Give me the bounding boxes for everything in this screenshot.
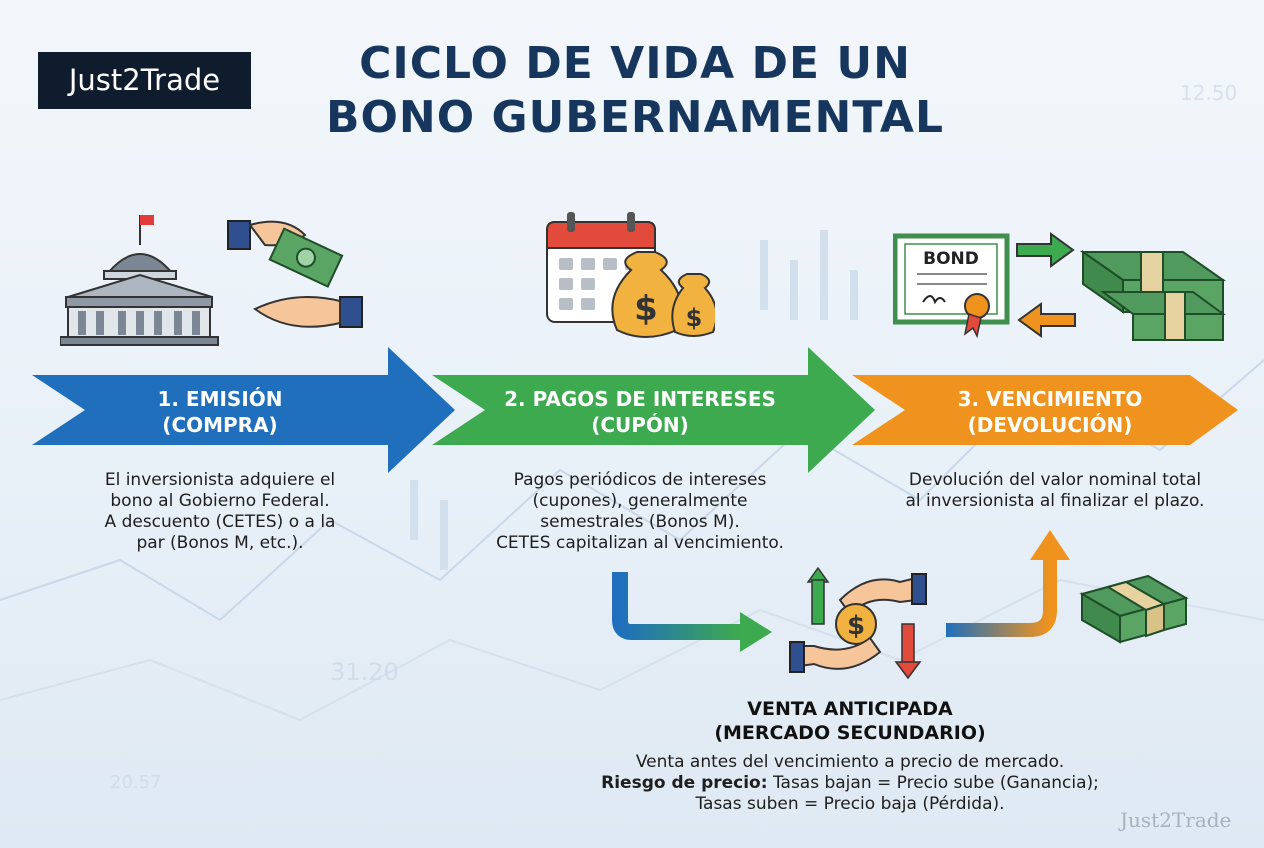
bond-certificate-cash-icon: BOND <box>893 232 1227 341</box>
step2-title: 2. PAGOS DE INTERESES(CUPÓN) <box>504 387 776 437</box>
secondary-market-flow: $ <box>612 530 1070 680</box>
step-arrow-emision <box>32 347 455 473</box>
step-arrow-vencimiento <box>852 375 1238 445</box>
government-building-icon <box>60 215 363 346</box>
bg-number: 20.57 <box>110 772 162 793</box>
risk-label: Riesgo de precio: <box>601 773 768 793</box>
page-title-line1: CICLO DE VIDA DE UN <box>359 38 911 89</box>
venta-line2: Riesgo de precio: Tasas bajan = Precio s… <box>570 773 1130 794</box>
lifecycle-arrow-band <box>32 347 1238 473</box>
calendar-money-bags-icon: $ $ <box>546 212 715 338</box>
step1-title: 1. EMISIÓN(COMPRA) <box>157 387 283 437</box>
bond-label: BOND <box>923 249 979 269</box>
step3-title: 3. VENCIMIENTO(DEVOLUCIÓN) <box>957 387 1143 437</box>
step2-description: Pagos periódicos de intereses(cupones), … <box>496 470 784 553</box>
venta-line3: Tasas suben = Precio baja (Pérdida). <box>695 794 1005 814</box>
bg-number: 31.20 <box>330 658 399 686</box>
watermark-logo: Just2Trade <box>1120 808 1232 832</box>
bg-number: 12.50 <box>1180 81 1237 105</box>
cash-stack-icon <box>1079 574 1189 644</box>
svg-text:$: $ <box>634 289 658 329</box>
brand-logo[interactable]: Just2Trade <box>38 52 251 109</box>
svg-text:$: $ <box>847 611 865 641</box>
venta-title: VENTA ANTICIPADA(MERCADO SECUNDARIO) <box>714 698 986 744</box>
venta-description: Venta antes del vencimiento a precio de … <box>570 752 1130 815</box>
svg-text:$: $ <box>686 304 703 332</box>
venta-line1: Venta antes del vencimiento a precio de … <box>635 752 1065 772</box>
step-arrow-pagos <box>432 347 875 473</box>
risk-text: Tasas bajan = Precio sube (Ganancia); <box>767 773 1099 793</box>
price-change-icon: $ <box>789 566 927 680</box>
page-title-line2: BONO GUBERNAMENTAL <box>325 92 945 143</box>
